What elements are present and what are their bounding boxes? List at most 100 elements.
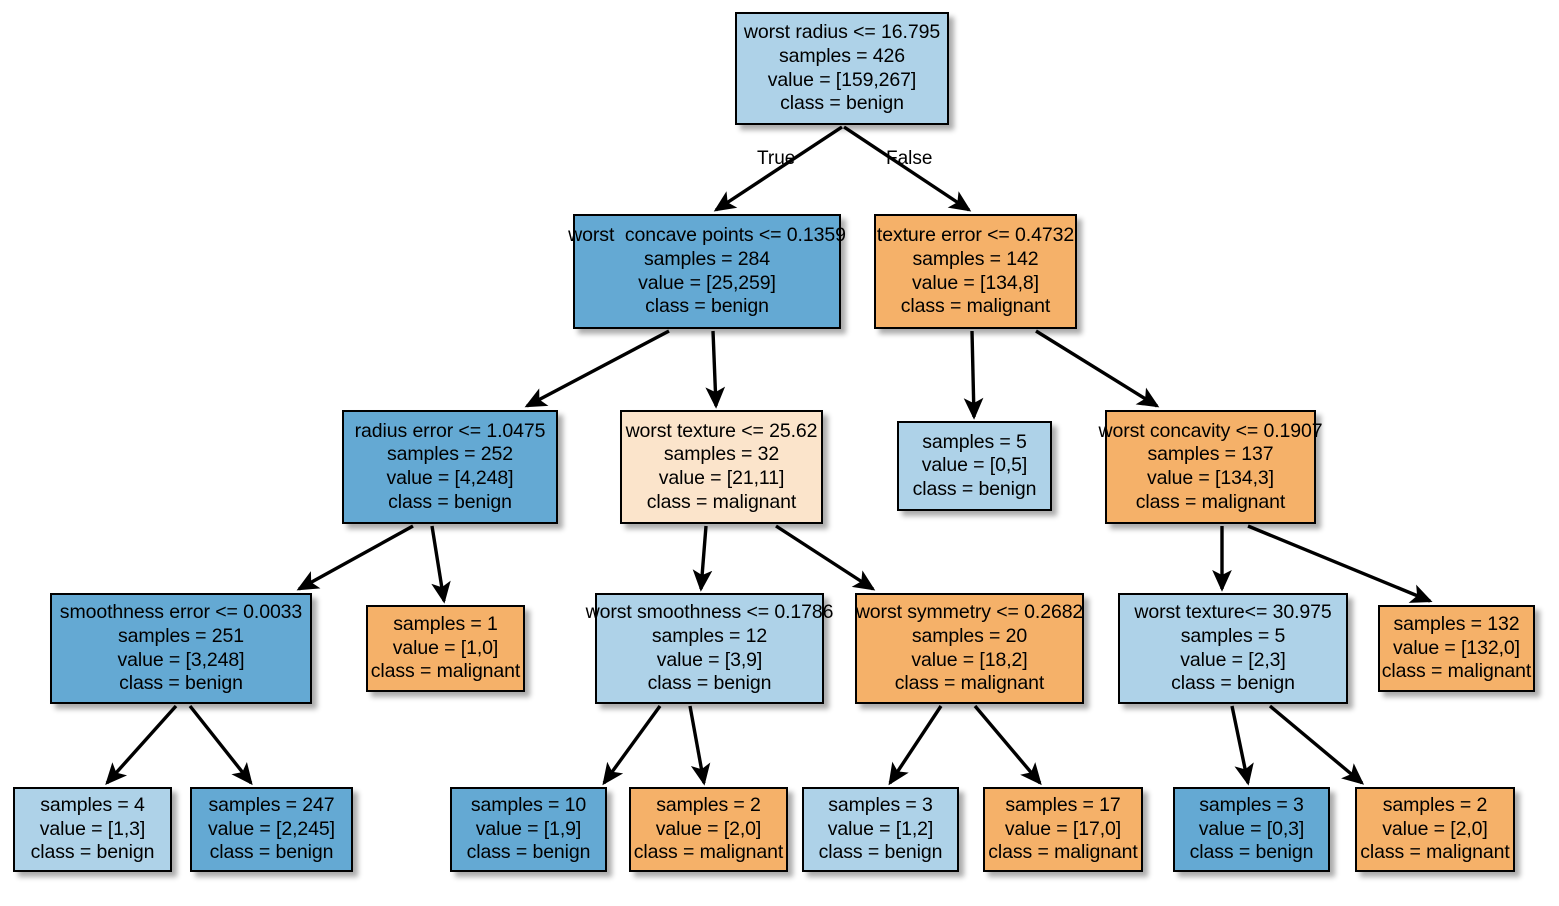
tree-edge bbox=[524, 329, 670, 408]
node-text-line: samples = 4 bbox=[40, 794, 145, 817]
node-text-line: class = benign bbox=[780, 92, 904, 115]
node-text-line: value = [2,245] bbox=[208, 817, 335, 840]
node-text-line: class = benign bbox=[388, 490, 512, 513]
tree-edge bbox=[1268, 704, 1365, 785]
node-text-line: worst texture<= 30.975 bbox=[1134, 601, 1332, 624]
node-text-line: class = malignant bbox=[900, 295, 1051, 318]
node-text-line: samples = 17 bbox=[1005, 794, 1121, 817]
node-text-line: radius error <= 1.0475 bbox=[354, 419, 546, 442]
tree-edge bbox=[1247, 524, 1433, 603]
node-text-line: class = benign bbox=[1189, 841, 1314, 864]
node-text-line: value = [25,259] bbox=[638, 271, 776, 294]
node-text-line: value = [17,0] bbox=[1004, 817, 1122, 840]
node-text-line: value = [3,9] bbox=[656, 648, 763, 671]
node-text-line: worst radius <= 16.795 bbox=[743, 21, 941, 44]
node-text-line: value = [159,267] bbox=[767, 68, 917, 91]
tree-edge bbox=[296, 524, 414, 591]
node-text-line: samples = 5 bbox=[1180, 624, 1286, 647]
node-text-line: class = benign bbox=[119, 672, 243, 695]
tree-edge bbox=[888, 705, 943, 786]
tree-edge bbox=[1035, 329, 1160, 408]
node-text-line: samples = 20 bbox=[911, 624, 1028, 647]
node-text-line: samples = 3 bbox=[828, 794, 933, 817]
node-text-line: samples = 2 bbox=[656, 794, 761, 817]
node-text-line: samples = 251 bbox=[117, 624, 245, 647]
node-text-line: class = benign bbox=[912, 477, 1037, 500]
tree-edge bbox=[973, 704, 1042, 786]
node-text-line: worst concave points <= 0.1359 bbox=[568, 224, 846, 247]
tree-edge bbox=[705, 330, 726, 409]
tree-edge bbox=[105, 704, 178, 786]
node-text-line: value = [18,2] bbox=[911, 648, 1028, 671]
node-text-line: value = [2,0] bbox=[1382, 817, 1488, 840]
node-text-line: class = benign bbox=[1171, 672, 1295, 695]
node-text-line: worst smoothness <= 0.1786 bbox=[585, 601, 834, 624]
node-text-line: value = [1,3] bbox=[39, 817, 146, 840]
tree-edge bbox=[430, 525, 451, 604]
node-text-line: samples = 2 bbox=[1382, 794, 1488, 817]
node-text-line: samples = 247 bbox=[208, 794, 335, 817]
node-text-line: samples = 10 bbox=[470, 794, 587, 817]
node-text-line: value = [2,3] bbox=[1180, 648, 1286, 671]
tree-edge bbox=[775, 524, 876, 591]
node-text-line: value = [1,0] bbox=[392, 636, 499, 659]
tree-edge bbox=[602, 705, 662, 786]
node-text-line: class = malignant bbox=[988, 841, 1138, 864]
tree-edge bbox=[692, 525, 713, 592]
node-text-line: worst symmetry <= 0.2682 bbox=[855, 601, 1084, 624]
node-text-line: value = [1,9] bbox=[475, 817, 582, 840]
node-text-line: smoothness error <= 0.0033 bbox=[59, 601, 303, 624]
node-text-line: class = benign bbox=[209, 841, 334, 864]
node-text-line: samples = 12 bbox=[651, 624, 768, 647]
node-text-line: class = benign bbox=[647, 672, 772, 695]
node-text-line: value = [3,248] bbox=[117, 648, 245, 671]
node-text-line: texture error <= 0.4732 bbox=[876, 224, 1075, 247]
node-text-line: value = [134,8] bbox=[912, 271, 1039, 294]
node-text-line: samples = 3 bbox=[1199, 794, 1304, 817]
node-text-line: samples = 5 bbox=[922, 430, 1027, 453]
tree-edge bbox=[1230, 705, 1254, 786]
node-text-line: worst concavity <= 0.1907 bbox=[1098, 419, 1323, 442]
node-text-line: samples = 284 bbox=[643, 247, 771, 270]
node-text-line: value = [134,3] bbox=[1147, 467, 1274, 489]
node-text-line: class = malignant bbox=[894, 672, 1045, 695]
node-text-line: value = [0,3] bbox=[1198, 817, 1305, 840]
node-text-line: value = [1,2] bbox=[827, 817, 934, 840]
node-text-line: class = malignant bbox=[646, 490, 797, 513]
tree-edge bbox=[963, 330, 984, 420]
node-text-line: samples = 426 bbox=[778, 44, 906, 67]
node-text-line: worst texture <= 25.62 bbox=[625, 419, 818, 442]
node-text-line: samples = 142 bbox=[912, 247, 1039, 270]
node-text-line: samples = 32 bbox=[663, 443, 780, 466]
edge-label-false: False bbox=[886, 148, 933, 169]
node-text-line: class = malignant bbox=[370, 660, 521, 683]
edge-label-true: True bbox=[757, 148, 796, 169]
node-text-line: class = benign bbox=[818, 841, 943, 864]
node-text-line: samples = 132 bbox=[1393, 613, 1520, 636]
node-text-line: value = [4,248] bbox=[386, 467, 514, 489]
node-text-line: value = [0,5] bbox=[921, 454, 1028, 477]
node-text-line: class = benign bbox=[466, 841, 591, 864]
node-text-line: samples = 252 bbox=[386, 443, 514, 466]
node-text-line: class = malignant bbox=[1135, 490, 1286, 513]
node-text-line: value = [21,11] bbox=[658, 467, 785, 489]
